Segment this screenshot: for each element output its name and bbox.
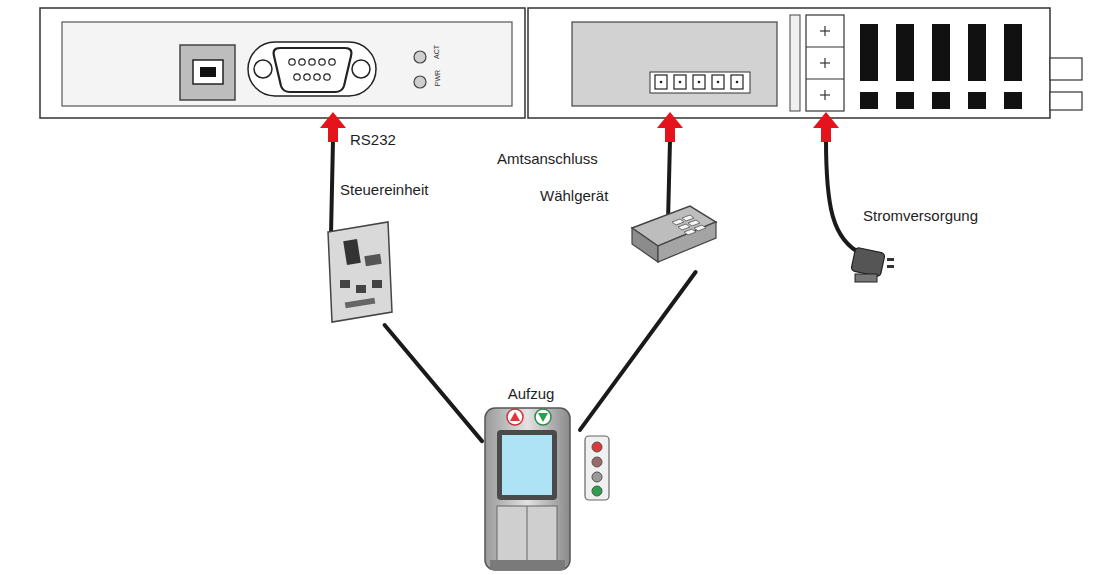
control-unit: Steuereinheit xyxy=(318,178,466,325)
elevator-illustration xyxy=(485,408,609,570)
node-label: Aufzug xyxy=(482,385,580,403)
cable-connector xyxy=(580,272,696,430)
power-supply: Stromversorgung xyxy=(845,205,1072,290)
led-label: PWR xyxy=(430,66,446,84)
line-label: Amtsanschluss xyxy=(497,150,598,168)
interface-panel xyxy=(40,8,525,118)
dialer-device xyxy=(632,206,716,262)
led-label: ACT xyxy=(430,40,444,58)
interface-label: RS232 xyxy=(350,131,396,149)
node-label: Steuereinheit xyxy=(340,181,488,199)
led-label: PWR xyxy=(434,70,442,86)
control-board xyxy=(328,222,392,322)
port-arrow xyxy=(320,112,839,142)
dialer-panel xyxy=(528,8,1082,118)
dialer-unit: Wählgerät xyxy=(535,185,724,272)
elevator: Aufzug xyxy=(482,385,580,572)
led-label: ACT xyxy=(433,45,441,59)
cable-connector xyxy=(385,325,482,441)
cable xyxy=(331,140,862,254)
power-plug xyxy=(851,247,894,282)
node-label: Stromversorgung xyxy=(863,207,1090,225)
node-label: Wählgerät xyxy=(540,187,729,205)
line-label: Amtsanschluss xyxy=(497,150,598,168)
interface-label: RS232 xyxy=(350,131,396,149)
